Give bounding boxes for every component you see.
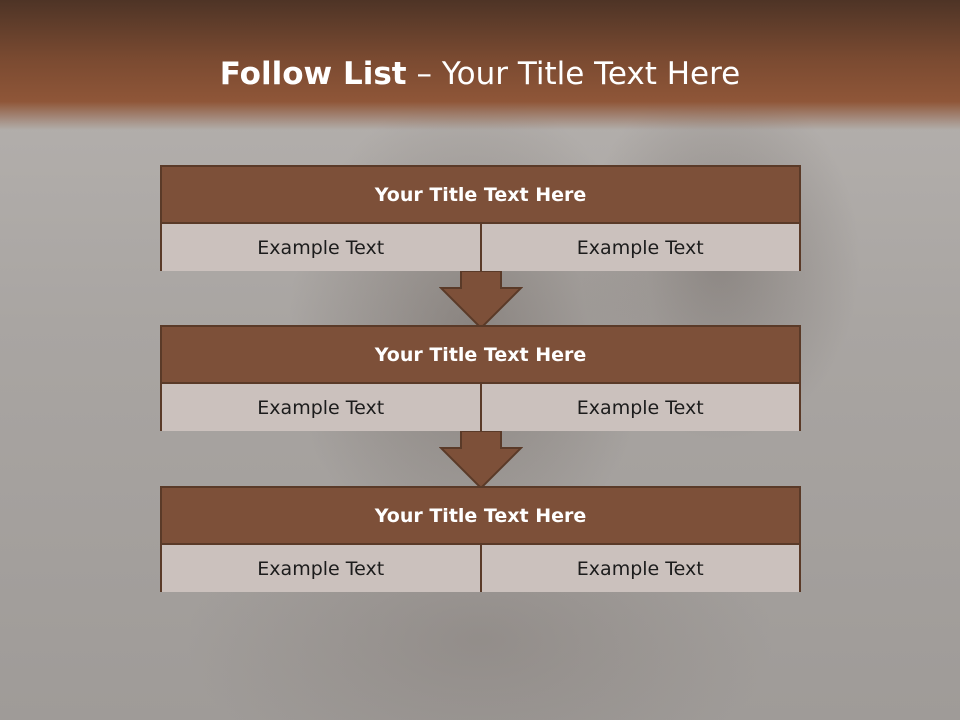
list-block-3: Your Title Text Here Example Text Exampl… (160, 486, 801, 592)
block-cell-left: Example Text (162, 384, 480, 431)
slide-title-bold: Follow List (219, 56, 407, 92)
down-arrow-icon (439, 271, 523, 330)
block-title: Your Title Text Here (162, 327, 799, 382)
block-cell-right: Example Text (481, 545, 799, 592)
block-title: Your Title Text Here (162, 167, 799, 222)
block-cell-left: Example Text (162, 224, 480, 271)
list-block-2: Your Title Text Here Example Text Exampl… (160, 325, 801, 431)
block-row: Example Text Example Text (162, 224, 799, 271)
down-arrow-icon (439, 431, 523, 490)
title-banner (0, 0, 960, 130)
list-block-1: Your Title Text Here Example Text Exampl… (160, 165, 801, 271)
slide-title-rest: – Your Title Text Here (406, 56, 741, 92)
block-title: Your Title Text Here (162, 488, 799, 543)
block-cell-left: Example Text (162, 545, 480, 592)
block-row: Example Text Example Text (162, 545, 799, 592)
block-row: Example Text Example Text (162, 384, 799, 431)
block-cell-right: Example Text (481, 224, 799, 271)
block-cell-right: Example Text (481, 384, 799, 431)
slide-title: Follow List – Your Title Text Here (0, 56, 960, 92)
